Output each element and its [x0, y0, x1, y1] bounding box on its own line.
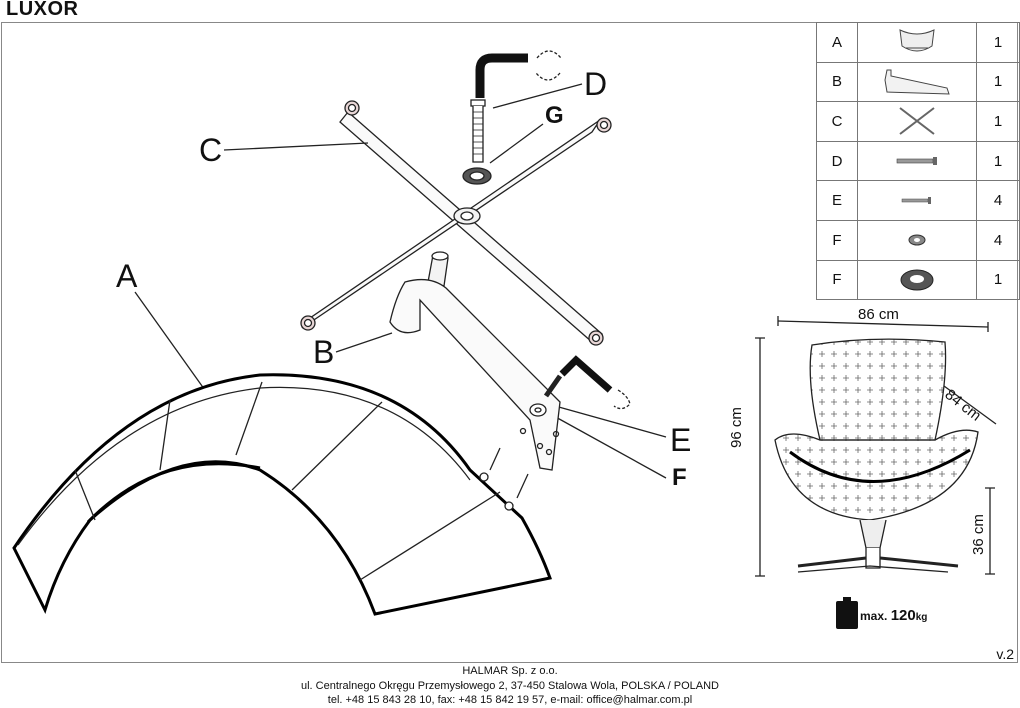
weight-icon	[836, 597, 858, 629]
part-qty: 1	[976, 61, 1020, 103]
part-qty: 1	[976, 140, 1020, 182]
seat-shell-drawing	[12, 373, 552, 616]
weight-value: 120	[890, 607, 916, 624]
label-e: E	[670, 422, 692, 458]
parts-row: F 1	[816, 259, 1020, 301]
drawing-frame	[1, 22, 1018, 663]
footer: HALMAR Sp. z o.o. ul. Centralnego Okręgu…	[0, 664, 1020, 708]
parts-row: D 1	[816, 140, 1020, 182]
footer-address: ul. Centralnego Okręgu Przemysłowego 2, …	[300, 679, 719, 692]
part-letter: D	[816, 140, 858, 182]
parts-row: F 4	[816, 219, 1020, 261]
label-d: D	[584, 66, 608, 102]
label-f: F	[672, 464, 687, 491]
page-title: LUXOR	[6, 0, 79, 20]
label-g: G	[545, 102, 564, 129]
part-qty: 1	[976, 101, 1020, 142]
version-label: v.2	[996, 646, 1014, 662]
seat-shell-icon	[857, 22, 977, 63]
label-b: B	[313, 334, 335, 370]
width-dimension: 86 cm	[858, 306, 899, 323]
base-bracket-icon	[857, 61, 977, 103]
short-bolt-drawing	[529, 355, 631, 417]
parts-row: E 4	[816, 180, 1020, 221]
parts-table: A 1 B 1 C 1 D 1 E 4 F 4 F 1	[816, 22, 1020, 301]
large-washer-icon	[857, 259, 977, 301]
parts-row: A 1	[816, 22, 1020, 63]
part-qty: 4	[976, 219, 1020, 261]
part-qty: 1	[976, 259, 1020, 301]
footer-contact: tel. +48 15 843 28 10, fax: +48 15 842 1…	[327, 694, 693, 706]
max-weight: max. 120kg	[860, 607, 927, 624]
base-bracket-drawing	[389, 251, 561, 471]
part-letter: A	[816, 22, 858, 63]
height-dimension: 96 cm	[728, 407, 745, 448]
label-c: C	[199, 132, 223, 168]
weight-unit: kg	[915, 612, 928, 623]
seat-height-dimension: 36 cm	[970, 514, 987, 555]
long-bolt-icon	[857, 140, 977, 182]
label-a: A	[116, 258, 138, 294]
footer-company: HALMAR Sp. z o.o.	[462, 665, 558, 677]
weight-prefix: max.	[860, 609, 888, 623]
cross-base-drawing	[300, 100, 612, 346]
long-bolt-drawing	[470, 50, 562, 163]
